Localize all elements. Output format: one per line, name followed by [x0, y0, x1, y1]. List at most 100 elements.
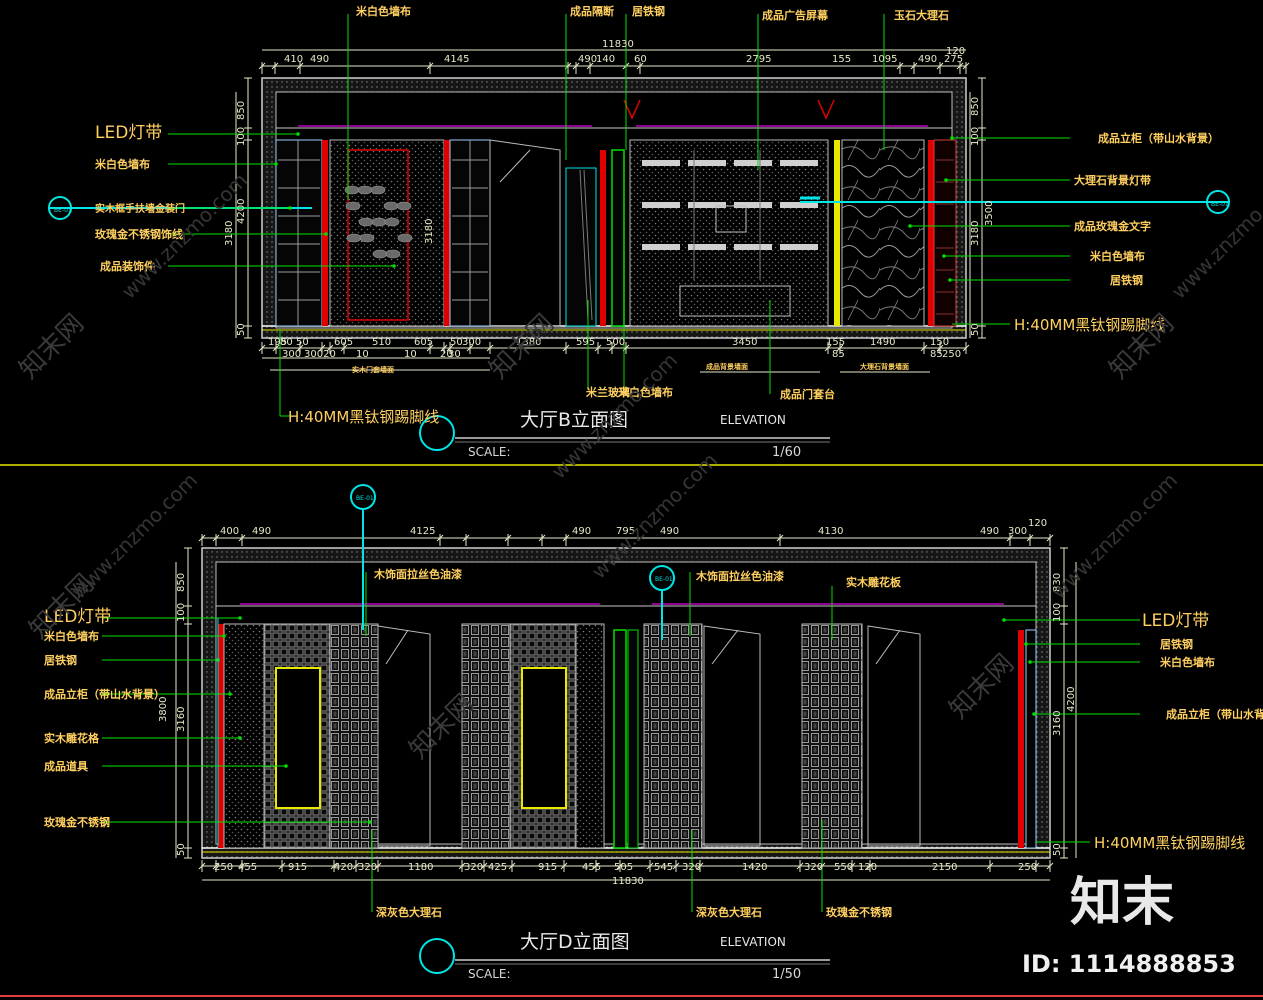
door-swing — [875, 629, 901, 665]
bottom-callout-label: 米兰玻璃 — [585, 385, 630, 399]
dimension-tick — [956, 62, 964, 70]
dimension-tick — [776, 534, 784, 542]
dimension-tick — [318, 344, 326, 352]
dimension-tick — [986, 862, 994, 870]
display-slot — [734, 244, 772, 250]
dimension-value: 85 — [832, 349, 845, 360]
dimension-value: 490 — [918, 54, 937, 65]
watermark-site: www.znzmo.com — [1167, 168, 1263, 304]
dimension-value: 10 — [404, 349, 417, 360]
dimension-value: 490 — [252, 526, 271, 537]
dimension-value: 410 — [284, 54, 303, 65]
dimension-value: 490 — [578, 54, 597, 65]
drawing-subtitle: ELEVATION — [720, 935, 786, 949]
dimension-tick — [848, 862, 856, 870]
bottom-callout-label: 成品门套台 — [780, 387, 835, 401]
dimension-value: 915 — [288, 862, 307, 873]
dimension-value: 320 — [464, 862, 483, 873]
skirting-label: H:40MM黑钛钢踢脚线 — [1094, 834, 1245, 852]
display-slot — [780, 160, 818, 166]
leader-dot — [238, 616, 242, 620]
dimension-value: 605 — [414, 337, 433, 348]
green-column — [613, 629, 627, 849]
dimension-value: 250 — [942, 349, 961, 360]
marble-edge — [834, 140, 840, 326]
left-shelving-cabinet — [275, 139, 323, 327]
height-value: 100 — [1052, 603, 1063, 622]
left-callout-label: LED灯带 — [95, 123, 162, 143]
decorative-pebble — [346, 233, 362, 243]
height-value: 100 — [970, 127, 981, 146]
dimension-tick — [271, 62, 279, 70]
dimension-tick — [636, 62, 644, 70]
dimension-tick — [352, 862, 360, 870]
right-callout-label: 米白色墙布 — [1159, 655, 1215, 669]
dimension-value: 140 — [596, 54, 615, 65]
dimension-tick — [480, 862, 488, 870]
pendant-lamp-icon — [817, 99, 835, 120]
door-opening — [867, 625, 921, 847]
dimension-tick — [572, 62, 580, 70]
dimension-tick — [198, 534, 206, 542]
reception-counter — [679, 285, 791, 317]
dimension-tick — [696, 862, 704, 870]
image-id-label: ID: 1114888853 — [1022, 950, 1236, 978]
leader-dot — [1024, 642, 1028, 646]
dimension-value: 275 — [944, 54, 963, 65]
decorative-pebble — [344, 185, 360, 195]
scale-label: SCALE: — [468, 445, 511, 459]
dimension-tick — [836, 344, 844, 352]
dimension-value: 1095 — [872, 54, 897, 65]
height-value: 3160 — [176, 707, 187, 732]
height-value: 100 — [176, 603, 187, 622]
dimension-value: 605 — [334, 337, 353, 348]
lattice-panel — [329, 623, 379, 849]
dimension-tick — [1046, 534, 1054, 542]
decorative-pebble — [358, 217, 374, 227]
title-bubble — [419, 415, 455, 451]
dimension-value: 320 — [682, 862, 701, 873]
dimension-tick — [436, 534, 444, 542]
dimension-value: 300 — [462, 337, 481, 348]
cabinet-post — [444, 140, 450, 326]
dimension-tick — [560, 862, 568, 870]
dimension-tick — [962, 62, 970, 70]
top-callout-label: 木饰面拉丝色油漆 — [695, 569, 784, 583]
top-callout-label: 成品广告屏幕 — [762, 8, 829, 22]
dimension-tick — [920, 344, 928, 352]
dimension-tick — [340, 344, 348, 352]
scale-value: 1/50 — [772, 967, 801, 982]
dotted-panel — [575, 623, 605, 849]
left-callout-label: 米白色墙布 — [43, 629, 99, 643]
decorative-pebble — [397, 233, 413, 243]
dimension-tick — [466, 344, 474, 352]
display-slot — [688, 202, 726, 208]
display-slot — [688, 160, 726, 166]
dimension-tick — [504, 534, 512, 542]
dimension-tick — [896, 62, 904, 70]
top-callout-label: 成品隔断 — [570, 4, 614, 18]
height-value: 3180 — [424, 219, 435, 244]
dimension-tick — [258, 62, 266, 70]
dimension-tick — [586, 62, 594, 70]
height-value: 4200 — [1066, 687, 1077, 712]
height-value: 50 — [1052, 843, 1063, 856]
zone-label: 大理石背景墙面 — [860, 362, 909, 371]
dimension-value: 155 — [826, 337, 845, 348]
left-callout-label: LED灯带 — [44, 607, 111, 627]
decorative-pebble — [396, 201, 412, 211]
right-callout-label: 成品立柜（带山水背景） — [1098, 131, 1219, 145]
dimension-tick — [198, 862, 206, 870]
dimension-tick — [962, 344, 970, 352]
dimension-tick — [272, 344, 280, 352]
decorative-pebble — [359, 233, 375, 243]
dimension-tick — [296, 62, 304, 70]
title-bubble — [419, 938, 455, 974]
display-slot — [642, 160, 680, 166]
dimension-tick — [646, 862, 654, 870]
dimension-value: 50 — [296, 337, 309, 348]
dimension-tick — [462, 534, 470, 542]
dimension-tick — [1006, 534, 1014, 542]
side-cabinet — [1025, 629, 1037, 849]
